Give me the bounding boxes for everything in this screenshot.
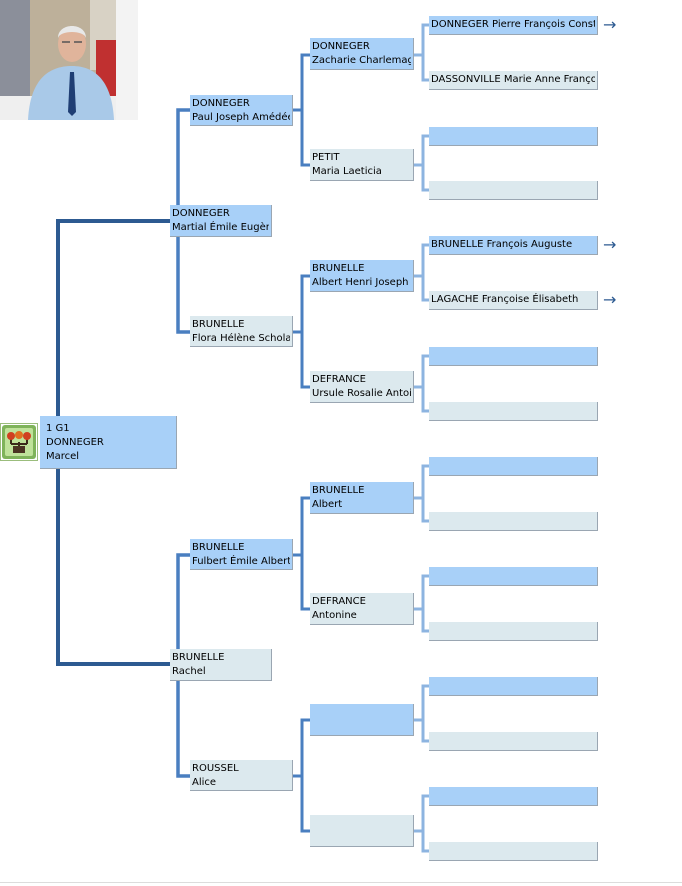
ancestor-surname: ROUSSEL	[192, 763, 239, 774]
ancestor-given-name: Martial Émile Eugène	[172, 222, 269, 233]
ancestor-box-gen5-10[interactable]	[429, 512, 598, 531]
ancestor-name: DASSONVILLE Marie Anne Françoise	[431, 74, 595, 85]
ancestor-given-name: Albert Henri Joseph	[312, 277, 409, 288]
ancestor-surname: BRUNELLE	[312, 263, 365, 274]
ancestor-given-name: Flora Hélène Scholastique	[192, 333, 290, 344]
family-tree-icon[interactable]	[0, 423, 38, 461]
ancestor-name: LAGACHE Françoise Élisabeth	[431, 294, 579, 305]
root-person-box[interactable]: 1 G1 DONNEGER Marcel	[40, 416, 177, 469]
ancestor-box-gen5-4[interactable]	[429, 181, 598, 200]
ancestor-box-gen4-3[interactable]: BRUNELLE Albert Henri Joseph	[310, 260, 414, 292]
ancestor-box-gen5-16[interactable]	[429, 842, 598, 861]
ancestor-given-name: Antonine	[312, 610, 357, 621]
ancestor-box-gen5-15[interactable]	[429, 787, 598, 806]
ancestor-surname: PETIT	[312, 152, 340, 163]
ancestor-surname: DEFRANCE	[312, 374, 366, 385]
ancestor-box-gen5-3[interactable]	[429, 127, 598, 146]
portrait-photo[interactable]	[0, 0, 138, 120]
family-tree-icon-drawing	[2, 425, 36, 459]
ancestor-given-name: Paul Joseph Amédée	[192, 112, 290, 123]
ancestor-box-gen5-5[interactable]: BRUNELLE François Auguste	[429, 236, 598, 255]
ancestor-box-gen5-7[interactable]	[429, 347, 598, 366]
ancestor-box-gen5-1[interactable]: DONNEGER Pierre François Constant	[429, 16, 598, 35]
ancestor-box-gen3-3[interactable]: BRUNELLE Fulbert Émile Albert	[190, 539, 293, 570]
ancestor-surname: DEFRANCE	[312, 596, 366, 607]
ancestor-box-gen4-1[interactable]: DONNEGER Zacharie Charlemagne	[310, 38, 414, 70]
ancestor-given-name: Albert	[312, 499, 343, 510]
ancestor-box-gen5-12[interactable]	[429, 622, 598, 641]
root-surname: DONNEGER	[46, 437, 104, 448]
ancestor-box-gen4-7[interactable]	[310, 704, 414, 736]
ancestor-given-name: Alice	[192, 777, 217, 788]
ancestor-surname: DONNEGER	[312, 41, 370, 52]
ancestor-surname: DONNEGER	[172, 208, 230, 219]
ancestor-surname: BRUNELLE	[192, 542, 245, 553]
ancestor-box-gen4-8[interactable]	[310, 815, 414, 847]
ancestor-given-name: Maria Laeticia	[312, 166, 382, 177]
ancestor-given-name: Zacharie Charlemagne	[312, 55, 411, 66]
ancestor-box-gen4-5[interactable]: BRUNELLE Albert	[310, 482, 414, 514]
ancestor-surname: BRUNELLE	[192, 319, 245, 330]
ancestor-box-father[interactable]: DONNEGER Martial Émile Eugène	[170, 205, 272, 237]
footer-divider	[0, 882, 682, 883]
arrow-right-icon[interactable]: →	[603, 15, 617, 34]
ancestor-box-gen4-2[interactable]: PETIT Maria Laeticia	[310, 149, 414, 181]
ancestor-box-gen3-2[interactable]: BRUNELLE Flora Hélène Scholastique	[190, 316, 293, 347]
ancestor-box-gen5-14[interactable]	[429, 732, 598, 751]
arrow-right-icon[interactable]: →	[603, 235, 617, 254]
ancestor-box-gen5-13[interactable]	[429, 677, 598, 696]
ancestor-name: DONNEGER Pierre François Constant	[431, 19, 595, 30]
root-given-name: Marcel	[46, 451, 80, 462]
ancestor-given-name: Rachel	[172, 666, 206, 677]
ancestor-box-gen3-4[interactable]: ROUSSEL Alice	[190, 760, 293, 791]
ancestor-surname: BRUNELLE	[172, 652, 225, 663]
portrait-photo-drawing	[0, 0, 138, 120]
arrow-right-icon[interactable]: →	[603, 290, 617, 309]
ancestor-box-gen4-6[interactable]: DEFRANCE Antonine	[310, 593, 414, 625]
ancestor-box-gen4-4[interactable]: DEFRANCE Ursule Rosalie Antoinette	[310, 371, 414, 403]
ancestor-box-gen5-2[interactable]: DASSONVILLE Marie Anne Françoise	[429, 71, 598, 90]
ancestor-box-gen5-9[interactable]	[429, 457, 598, 476]
ancestor-box-mother[interactable]: BRUNELLE Rachel	[170, 649, 272, 681]
root-generation-label: 1 G1	[46, 423, 70, 434]
ancestor-surname: DONNEGER	[192, 98, 250, 109]
ancestor-given-name: Fulbert Émile Albert	[192, 556, 290, 567]
ancestor-box-gen5-6[interactable]: LAGACHE Françoise Élisabeth	[429, 291, 598, 310]
ancestor-box-gen3-1[interactable]: DONNEGER Paul Joseph Amédée	[190, 95, 293, 126]
ancestor-box-gen5-11[interactable]	[429, 567, 598, 586]
ancestor-box-gen5-8[interactable]	[429, 402, 598, 421]
ancestor-given-name: Ursule Rosalie Antoinette	[312, 388, 411, 399]
ancestor-name: BRUNELLE François Auguste	[431, 239, 573, 250]
ancestor-surname: BRUNELLE	[312, 485, 365, 496]
